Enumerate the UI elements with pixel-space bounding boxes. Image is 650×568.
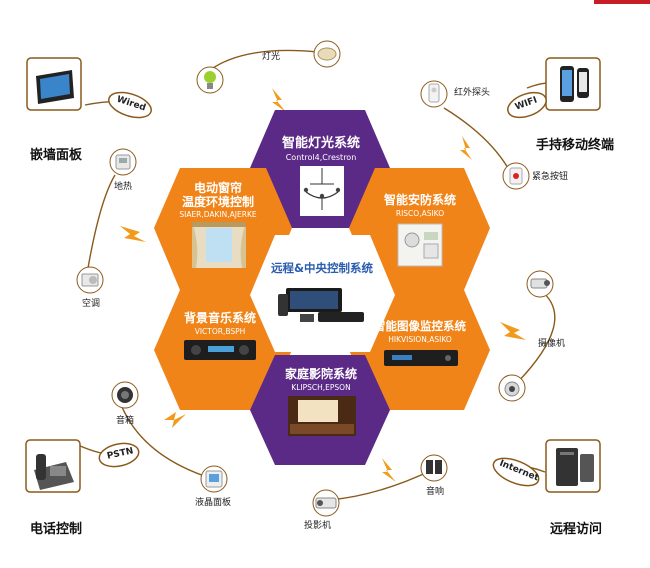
thermostat-icon	[109, 148, 137, 176]
emergency-button-icon	[502, 162, 530, 190]
bolt-bottom	[382, 458, 396, 482]
hex-curtain-title-2: 温度环境控制	[182, 194, 254, 209]
light-label: 灯光	[262, 52, 281, 62]
wifi-badge-shape	[507, 91, 547, 119]
wired-badge-shape	[108, 91, 152, 119]
connector-camera	[511, 289, 556, 389]
hex-cinema-title: 家庭影院系统	[285, 366, 357, 381]
speaker-label: 音箱	[116, 416, 135, 426]
bolt-right	[500, 322, 526, 340]
wall-panel-icon	[26, 57, 82, 111]
connector-projector	[329, 469, 433, 501]
ceiling-speaker-icon	[111, 381, 139, 409]
hex-monitor-brands: HIKVISION,ASIKO	[388, 335, 452, 344]
top-accent-bar	[594, 0, 650, 4]
emergency-label: 紧急按钮	[532, 172, 569, 182]
chandelier-image	[300, 166, 344, 216]
hex-lighting-title: 智能灯光系统	[282, 135, 360, 151]
wall-panel-label: 嵌墙面板	[30, 148, 83, 163]
lightning-bolts	[120, 88, 526, 482]
connector-heat	[87, 174, 116, 269]
hex-lighting-brands: Control4,Crestron	[286, 153, 357, 162]
connector-light	[209, 49, 319, 71]
security-panel-image	[397, 223, 443, 267]
mobile-phone-icon	[545, 57, 601, 111]
infrared-sensor-icon	[420, 80, 448, 108]
internet-badge-shape	[492, 457, 540, 487]
connector-infrared	[443, 107, 509, 169]
projector-icon	[312, 489, 340, 517]
bolt-left	[120, 226, 146, 242]
air-conditioner-icon	[76, 266, 104, 294]
aircon-label: 空调	[82, 299, 101, 309]
hex-cinema-brands: KLIPSCH,EPSON	[291, 383, 350, 392]
mobile-terminal-label: 手持移动终端	[536, 138, 615, 153]
hex-music-brands: VICTOR,BSPH	[195, 327, 246, 336]
floor-heat-label: 地热	[114, 182, 133, 192]
computer-tower-icon	[545, 439, 601, 493]
pstn-badge-shape	[98, 442, 140, 468]
curtain-image	[192, 222, 246, 268]
amplifier-image	[184, 340, 256, 360]
audio-label: 音响	[426, 487, 445, 497]
projector-label: 投影机	[304, 521, 332, 531]
dvr-image	[384, 350, 458, 366]
camera-label: 摄像机	[538, 339, 566, 349]
camera-icon	[526, 270, 554, 298]
hex-curtain-title-1: 电动窗帘	[194, 180, 242, 195]
hex-security-brands: RISCO,ASIKO	[396, 209, 444, 218]
remote-access-label: 远程访问	[550, 522, 603, 537]
ceiling-lamp-icon	[313, 40, 341, 68]
lcd-panel-icon	[200, 465, 228, 493]
hex-curtain-brands: SIAER,DAKIN,AJERKE	[179, 210, 257, 219]
light-bulb-icon	[196, 66, 224, 94]
infrared-label: 红外探头	[454, 88, 491, 98]
desk-phone-icon	[25, 439, 81, 493]
hex-center-title: 远程&中央控制系统	[271, 261, 374, 275]
phone-control-label: 电话控制	[30, 522, 83, 537]
hex-music-title: 背景音乐系统	[184, 310, 256, 325]
audio-speakers-icon	[420, 454, 448, 482]
dome-camera-icon	[498, 374, 526, 402]
bolt-top	[272, 88, 286, 112]
home-theater-image	[288, 396, 356, 436]
connector-speaker	[119, 401, 211, 479]
center-devices-image	[278, 288, 364, 322]
bolt-upper-right	[460, 136, 472, 160]
hex-monitor-title: 智能图像监控系统	[374, 319, 466, 333]
lcd-panel-label: 液晶面板	[195, 498, 232, 508]
bolt-lower-left	[164, 412, 186, 428]
hex-security-title: 智能安防系统	[383, 192, 456, 207]
